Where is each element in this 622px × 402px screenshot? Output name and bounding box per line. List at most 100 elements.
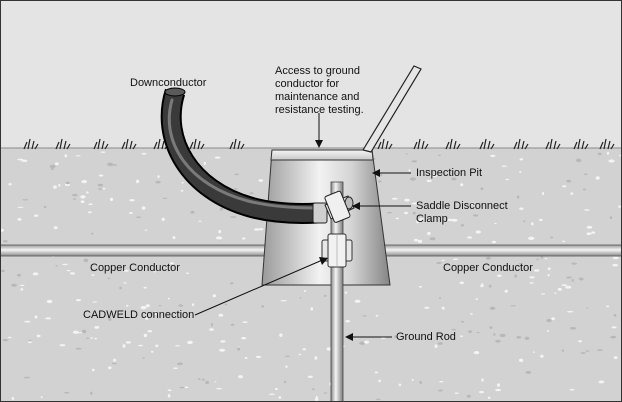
soil-speckle (578, 277, 584, 281)
soil-speckle (19, 284, 25, 287)
soil-speckle (237, 347, 241, 351)
soil-speckle (598, 380, 605, 384)
downconductor-top-end (164, 87, 186, 97)
soil-speckle (544, 257, 548, 260)
soil-speckle (510, 305, 517, 307)
soil-speckle (119, 286, 122, 290)
soil-speckle (2, 339, 9, 342)
grass-tuft (189, 138, 205, 150)
soil-speckle (27, 341, 32, 344)
soil-speckle (65, 181, 70, 185)
soil-speckle (91, 232, 94, 235)
soil-speckle (489, 306, 496, 310)
soil-speckle (126, 304, 129, 307)
soil-speckle (216, 388, 222, 390)
soil-speckle (129, 212, 133, 214)
soil-speckle (72, 198, 77, 200)
soil-speckle (436, 262, 442, 264)
soil-speckle (612, 263, 619, 267)
soil-speckle (98, 188, 102, 191)
soil-speckle (386, 212, 393, 214)
soil-speckle (34, 214, 39, 217)
soil-speckle (585, 350, 590, 352)
soil-speckle (179, 386, 185, 389)
soil-speckle (58, 183, 61, 187)
soil-speckle (242, 321, 248, 323)
grass-tuft (121, 138, 137, 150)
soil-speckle (87, 211, 92, 214)
soil-speckle (258, 228, 264, 231)
soil-speckle (424, 306, 430, 309)
grass-tuft (445, 138, 461, 150)
soil-speckle (487, 396, 491, 399)
soil-speckle (59, 344, 66, 347)
soil-speckle (197, 378, 201, 380)
soil-speckle (310, 307, 314, 311)
soil-speckle (580, 352, 586, 354)
soil-speckle (102, 187, 106, 190)
soil-speckle (107, 277, 111, 280)
soil-speckle (586, 232, 592, 235)
grass-tuft (545, 138, 561, 150)
soil-speckle (429, 237, 436, 241)
soil-speckle (394, 335, 398, 339)
soil-speckle (97, 183, 104, 187)
soil-speckle (404, 198, 410, 202)
soil-speckle (230, 216, 237, 218)
soil-speckle (91, 368, 95, 372)
soil-speckle (46, 299, 53, 304)
soil-speckle (438, 389, 443, 392)
soil-speckle (314, 397, 319, 401)
saddle-disconnect-clamp (312, 190, 355, 224)
soil-speckle (571, 262, 578, 265)
soil-speckle (363, 340, 370, 344)
soil-speckle (460, 335, 463, 338)
ground-rod-label: Ground Rod (396, 331, 456, 343)
soil-speckle (303, 290, 307, 292)
soil-speckle (419, 218, 425, 222)
arrowhead-saddle-clamp (352, 202, 360, 210)
soil-speckle (158, 305, 162, 307)
arrowhead-cadweld (319, 257, 328, 265)
soil-speckle (523, 220, 526, 223)
soil-speckle (275, 387, 278, 391)
soil-speckle (51, 168, 54, 170)
soil-speckle (284, 355, 290, 357)
soil-speckle (416, 219, 419, 224)
soil-speckle (203, 161, 206, 166)
soil-speckle (466, 394, 471, 398)
soil-speckle (220, 340, 226, 343)
soil-speckle (608, 159, 615, 163)
grass-tuft (93, 138, 109, 150)
soil-speckle (609, 216, 613, 220)
soil-speckle (150, 350, 154, 353)
soil-speckle (205, 380, 209, 385)
soil-speckle (561, 349, 565, 352)
soil-speckle (64, 391, 70, 394)
soil-speckle (528, 236, 535, 240)
saddle-clamp-label: Saddle Disconnect Clamp (416, 200, 508, 225)
soil-speckle (172, 236, 176, 240)
cadweld-connection (321, 233, 353, 268)
soil-speckle (3, 240, 8, 243)
soil-speckle (597, 152, 602, 156)
soil-speckle (157, 175, 160, 179)
soil-speckle (473, 214, 479, 217)
access-note-label: Access to ground conductor for maintenan… (275, 65, 364, 116)
soil-speckle (17, 206, 24, 208)
soil-speckle (86, 191, 89, 194)
soil-speckle (475, 298, 479, 300)
soil-speckle (514, 274, 517, 278)
soil-speckle (109, 197, 114, 202)
soil-speckle (610, 335, 617, 339)
soil-speckle (398, 383, 402, 387)
soil-speckle (468, 330, 472, 333)
soil-speckle (209, 328, 214, 331)
soil-speckle (519, 207, 524, 210)
soil-speckle (141, 152, 147, 155)
soil-speckle (299, 297, 302, 299)
soil-speckle (113, 358, 117, 362)
soil-speckle (75, 347, 82, 350)
grass-tuft (229, 138, 245, 150)
